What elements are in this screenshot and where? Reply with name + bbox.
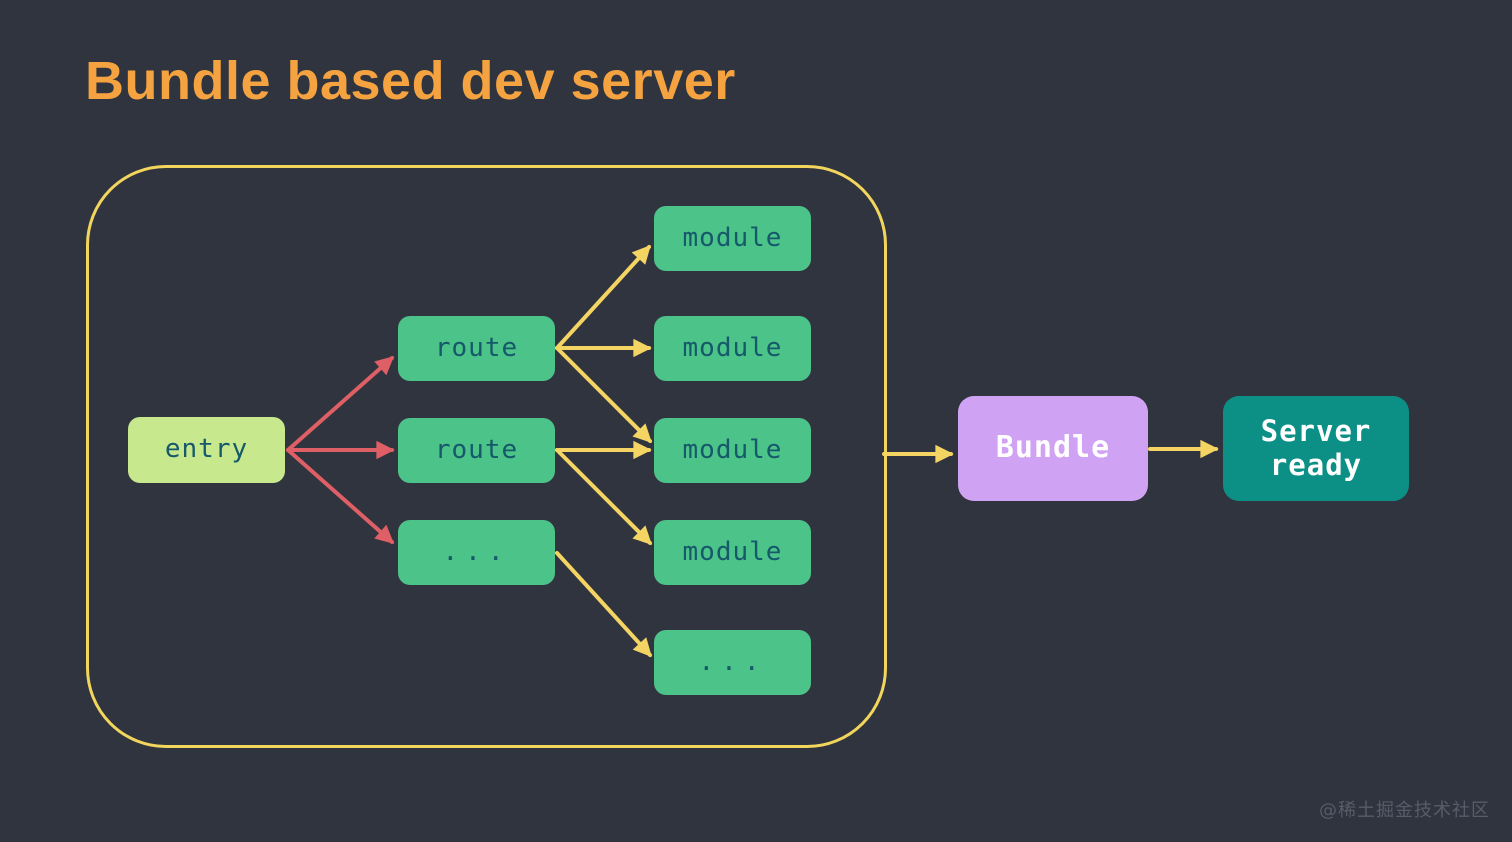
- node-module-2: module: [654, 316, 811, 381]
- node-route-more: ...: [398, 520, 555, 585]
- node-entry: entry: [128, 417, 285, 483]
- module-graph-container: [86, 165, 887, 748]
- node-route-1: route: [398, 316, 555, 381]
- node-module-3: module: [654, 418, 811, 483]
- node-module-more: ...: [654, 630, 811, 695]
- node-bundle: Bundle: [958, 396, 1148, 501]
- node-module-1: module: [654, 206, 811, 271]
- node-server-ready: Server ready: [1223, 396, 1409, 501]
- page-title: Bundle based dev server: [85, 51, 736, 111]
- node-route-2: route: [398, 418, 555, 483]
- watermark: @稀土掘金技术社区: [1319, 800, 1490, 821]
- node-module-4: module: [654, 520, 811, 585]
